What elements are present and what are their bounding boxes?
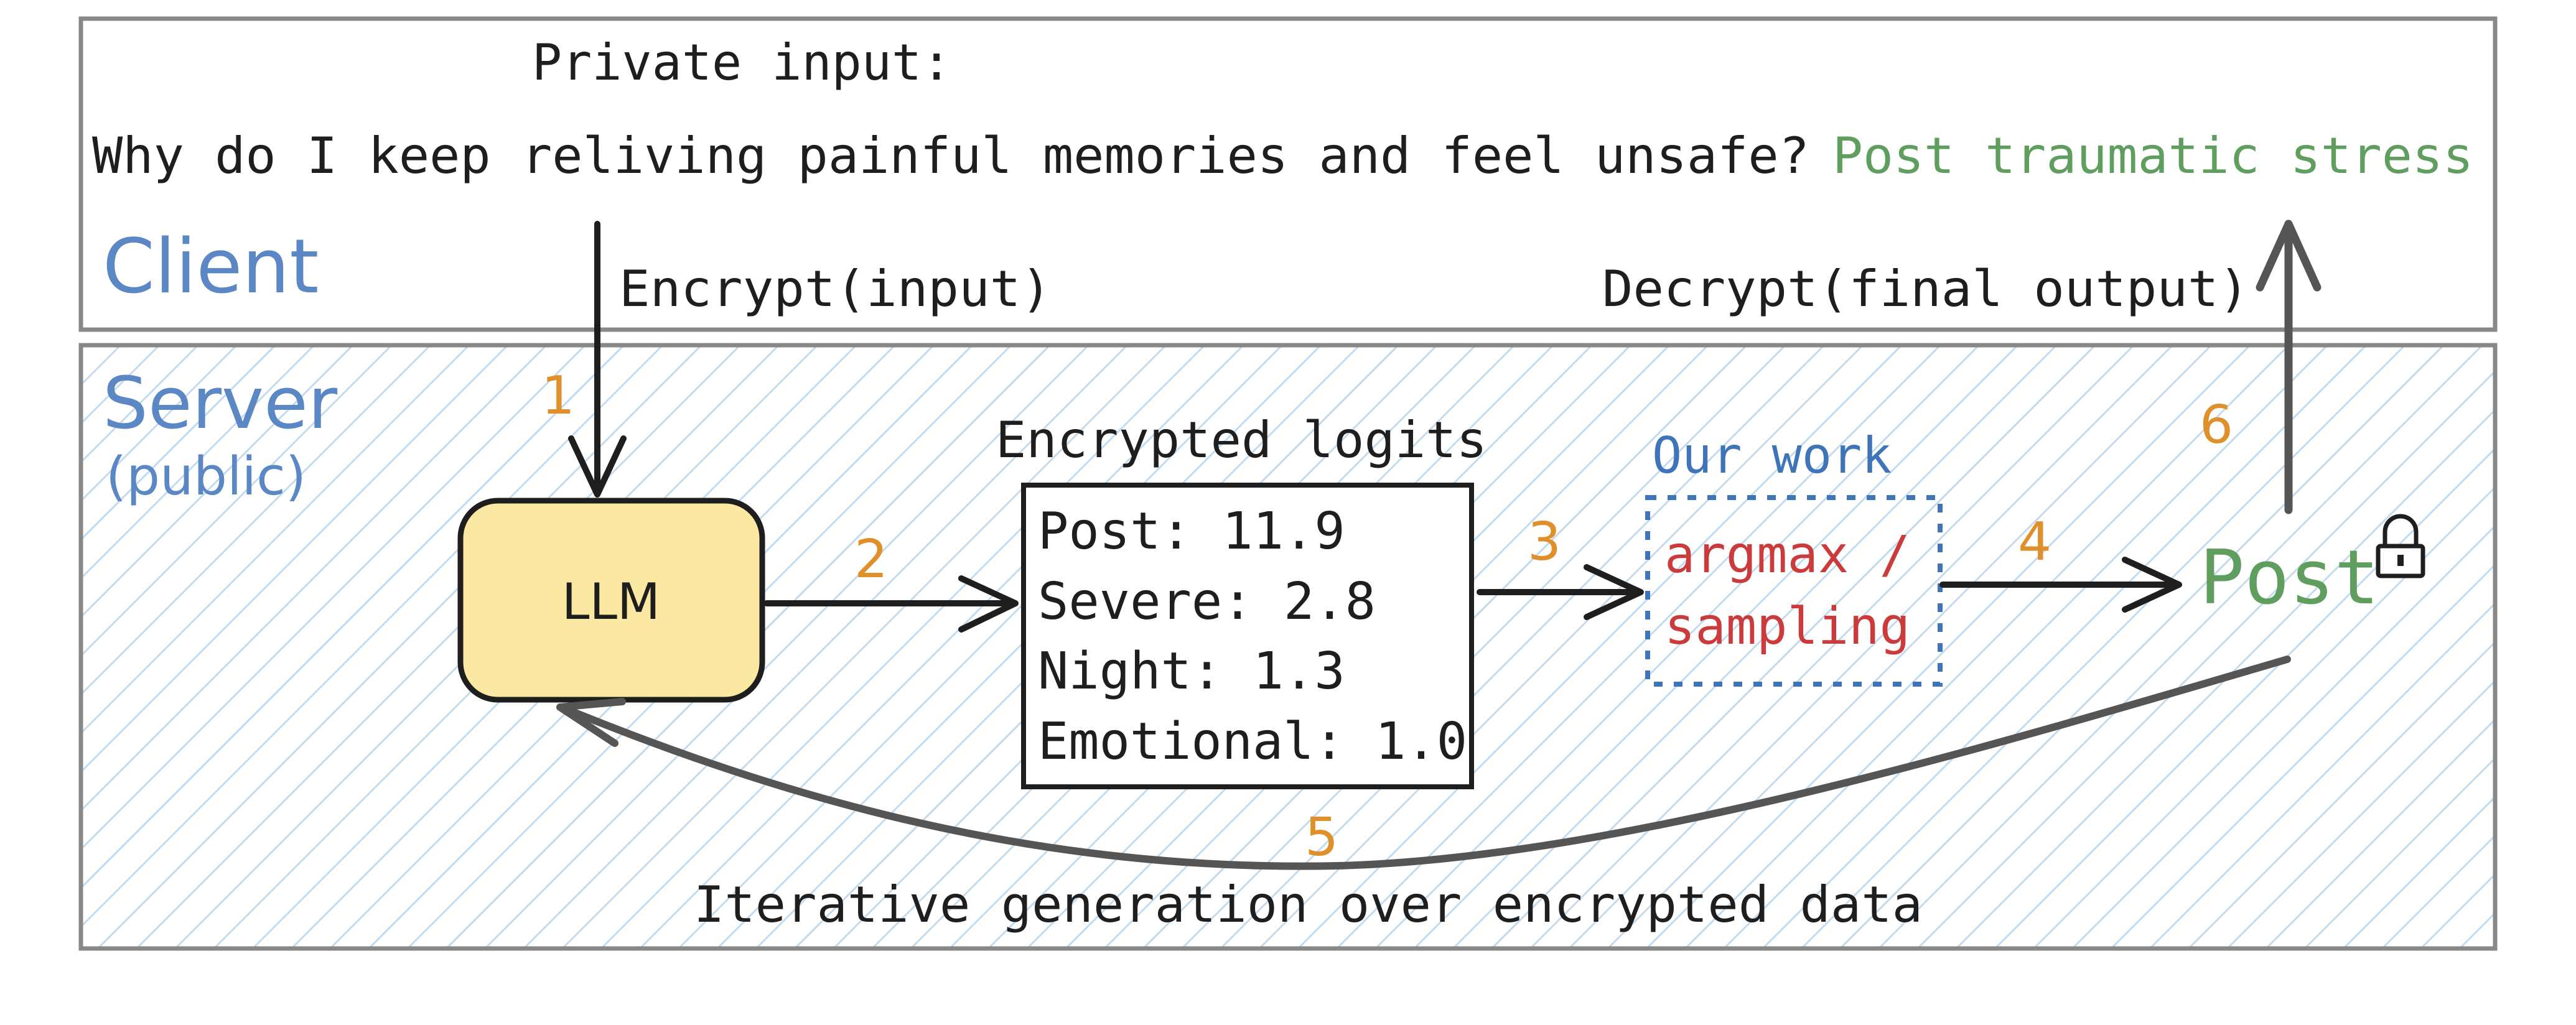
step-5: 5 xyxy=(1305,807,1338,868)
encrypt-label: Encrypt(input) xyxy=(619,260,1052,318)
lock-icon xyxy=(2376,514,2425,578)
iterative-generation-caption: Iterative generation over encrypted data xyxy=(694,876,1923,934)
sampling-label: sampling xyxy=(1664,597,1910,656)
server-sublabel: (public) xyxy=(106,446,306,508)
arrow-output-to-client-head xyxy=(2256,220,2322,292)
encrypted-logits-title: Encrypted logits xyxy=(996,411,1487,469)
logit-row: Emotional: 1.0 xyxy=(1038,712,1467,771)
arrow-loop-back-head xyxy=(556,698,626,747)
client-panel xyxy=(78,16,2498,332)
arrow-encrypt-to-llm-head xyxy=(568,435,627,498)
output-token: Post xyxy=(2200,535,2379,621)
step-1: 1 xyxy=(541,365,575,427)
client-label: Client xyxy=(103,224,319,310)
decrypt-label: Decrypt(final output) xyxy=(1602,260,2249,318)
step-3: 3 xyxy=(1528,511,1561,573)
step-2: 2 xyxy=(854,529,888,590)
arrow-llm-to-logits-head xyxy=(958,575,1019,633)
encrypted-logits-box xyxy=(1021,483,1474,789)
argmax-label: argmax / xyxy=(1664,526,1910,585)
logit-row: Post: 11.9 xyxy=(1038,502,1345,561)
arrow-logits-to-argmax-head xyxy=(1584,564,1644,620)
private-question-text: Why do I keep reliving painful memories … xyxy=(92,127,1809,185)
decrypted-answer-text: Post traumatic stress xyxy=(1832,127,2473,185)
logit-row: Severe: 2.8 xyxy=(1038,572,1376,631)
step-4: 4 xyxy=(2018,511,2051,573)
private-input-label: Private input: xyxy=(532,34,951,91)
arrow-loop-back xyxy=(559,656,2291,870)
our-work-label: Our work xyxy=(1652,427,1892,485)
step-6: 6 xyxy=(2200,394,2233,456)
llm-label: LLM xyxy=(562,573,660,631)
server-label: Server xyxy=(103,362,338,445)
logit-row: Night: 1.3 xyxy=(1038,642,1345,701)
arrow-argmax-to-output-head xyxy=(2122,557,2182,613)
argmax-sampling-box xyxy=(1645,495,1943,687)
